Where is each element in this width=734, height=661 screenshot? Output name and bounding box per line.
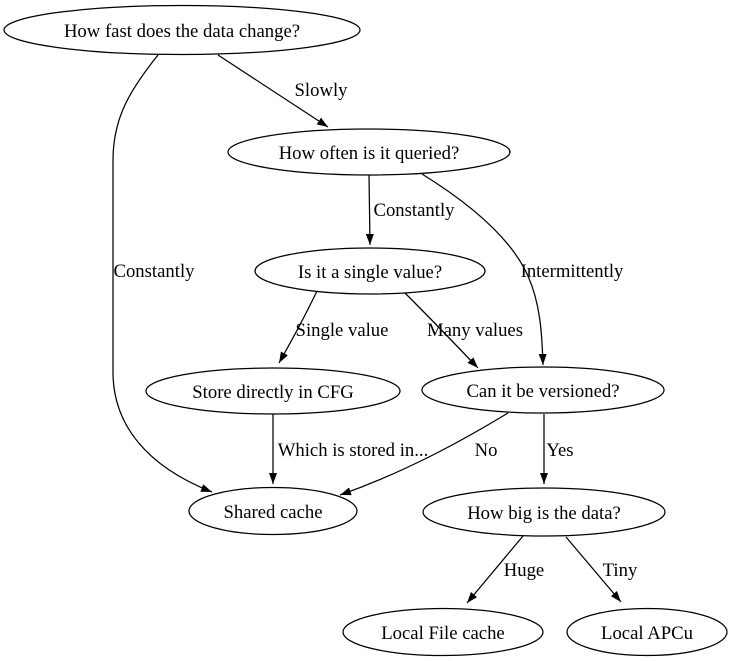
edge-tiny [565,536,622,603]
edge-label-constantly-mid: Constantly [374,200,456,221]
edge-label-huge: Huge [504,560,544,581]
node-label-versioned: Can it be versioned? [466,381,619,402]
node-local-apcu: Local APCu [566,607,728,657]
edge-label-no: No [475,440,498,461]
edge-group: Slowly Constantly Constantly Intermitten… [112,54,638,604]
edge-constantly-to-single-value [365,174,374,246]
node-label-local-apcu: Local APCu [601,623,694,644]
node-label-how-big: How big is the data? [467,503,621,524]
edge-label-yes: Yes [546,440,573,461]
node-label-how-fast: How fast does the data change? [64,21,300,42]
edge-label-tiny: Tiny [603,560,638,581]
edge-label-intermittently: Intermittently [521,261,624,282]
node-label-single-value: Is it a single value? [298,262,442,283]
edge-label-many-values: Many values [427,320,523,341]
node-can-it-be-versioned: Can it be versioned? [421,366,665,414]
edge-many-values [403,291,479,369]
edge-label-which-is-stored-in: Which is stored in... [278,440,429,461]
edge-label-constantly-left: Constantly [114,261,196,282]
node-store-directly-in-cfg: Store directly in CFG [145,367,401,415]
edge-constantly-to-shared-cache [112,54,213,493]
edge-label-slowly: Slowly [295,80,349,101]
edge-label-single-value: Single value [296,320,389,341]
node-shared-cache: Shared cache [188,486,358,536]
edge-slowly [217,54,329,128]
edge-huge [466,535,524,604]
node-how-fast-does-data-change: How fast does the data change? [3,4,361,56]
node-local-file-cache: Local File cache [342,607,544,657]
node-how-often-queried: How often is it queried? [227,128,511,176]
node-label-store-cfg: Store directly in CFG [192,382,353,403]
edge-single-value [278,290,318,364]
node-label-how-often: How often is it queried? [279,143,460,164]
node-label-shared-cache: Shared cache [223,502,322,523]
node-group: How fast does the data change? How often… [3,4,728,657]
edge-intermittently [421,173,547,366]
edge-no [339,412,509,496]
node-label-local-file-cache: Local File cache [381,623,504,644]
node-how-big-is-data: How big is the data? [422,487,666,537]
node-is-single-value: Is it a single value? [254,247,486,295]
